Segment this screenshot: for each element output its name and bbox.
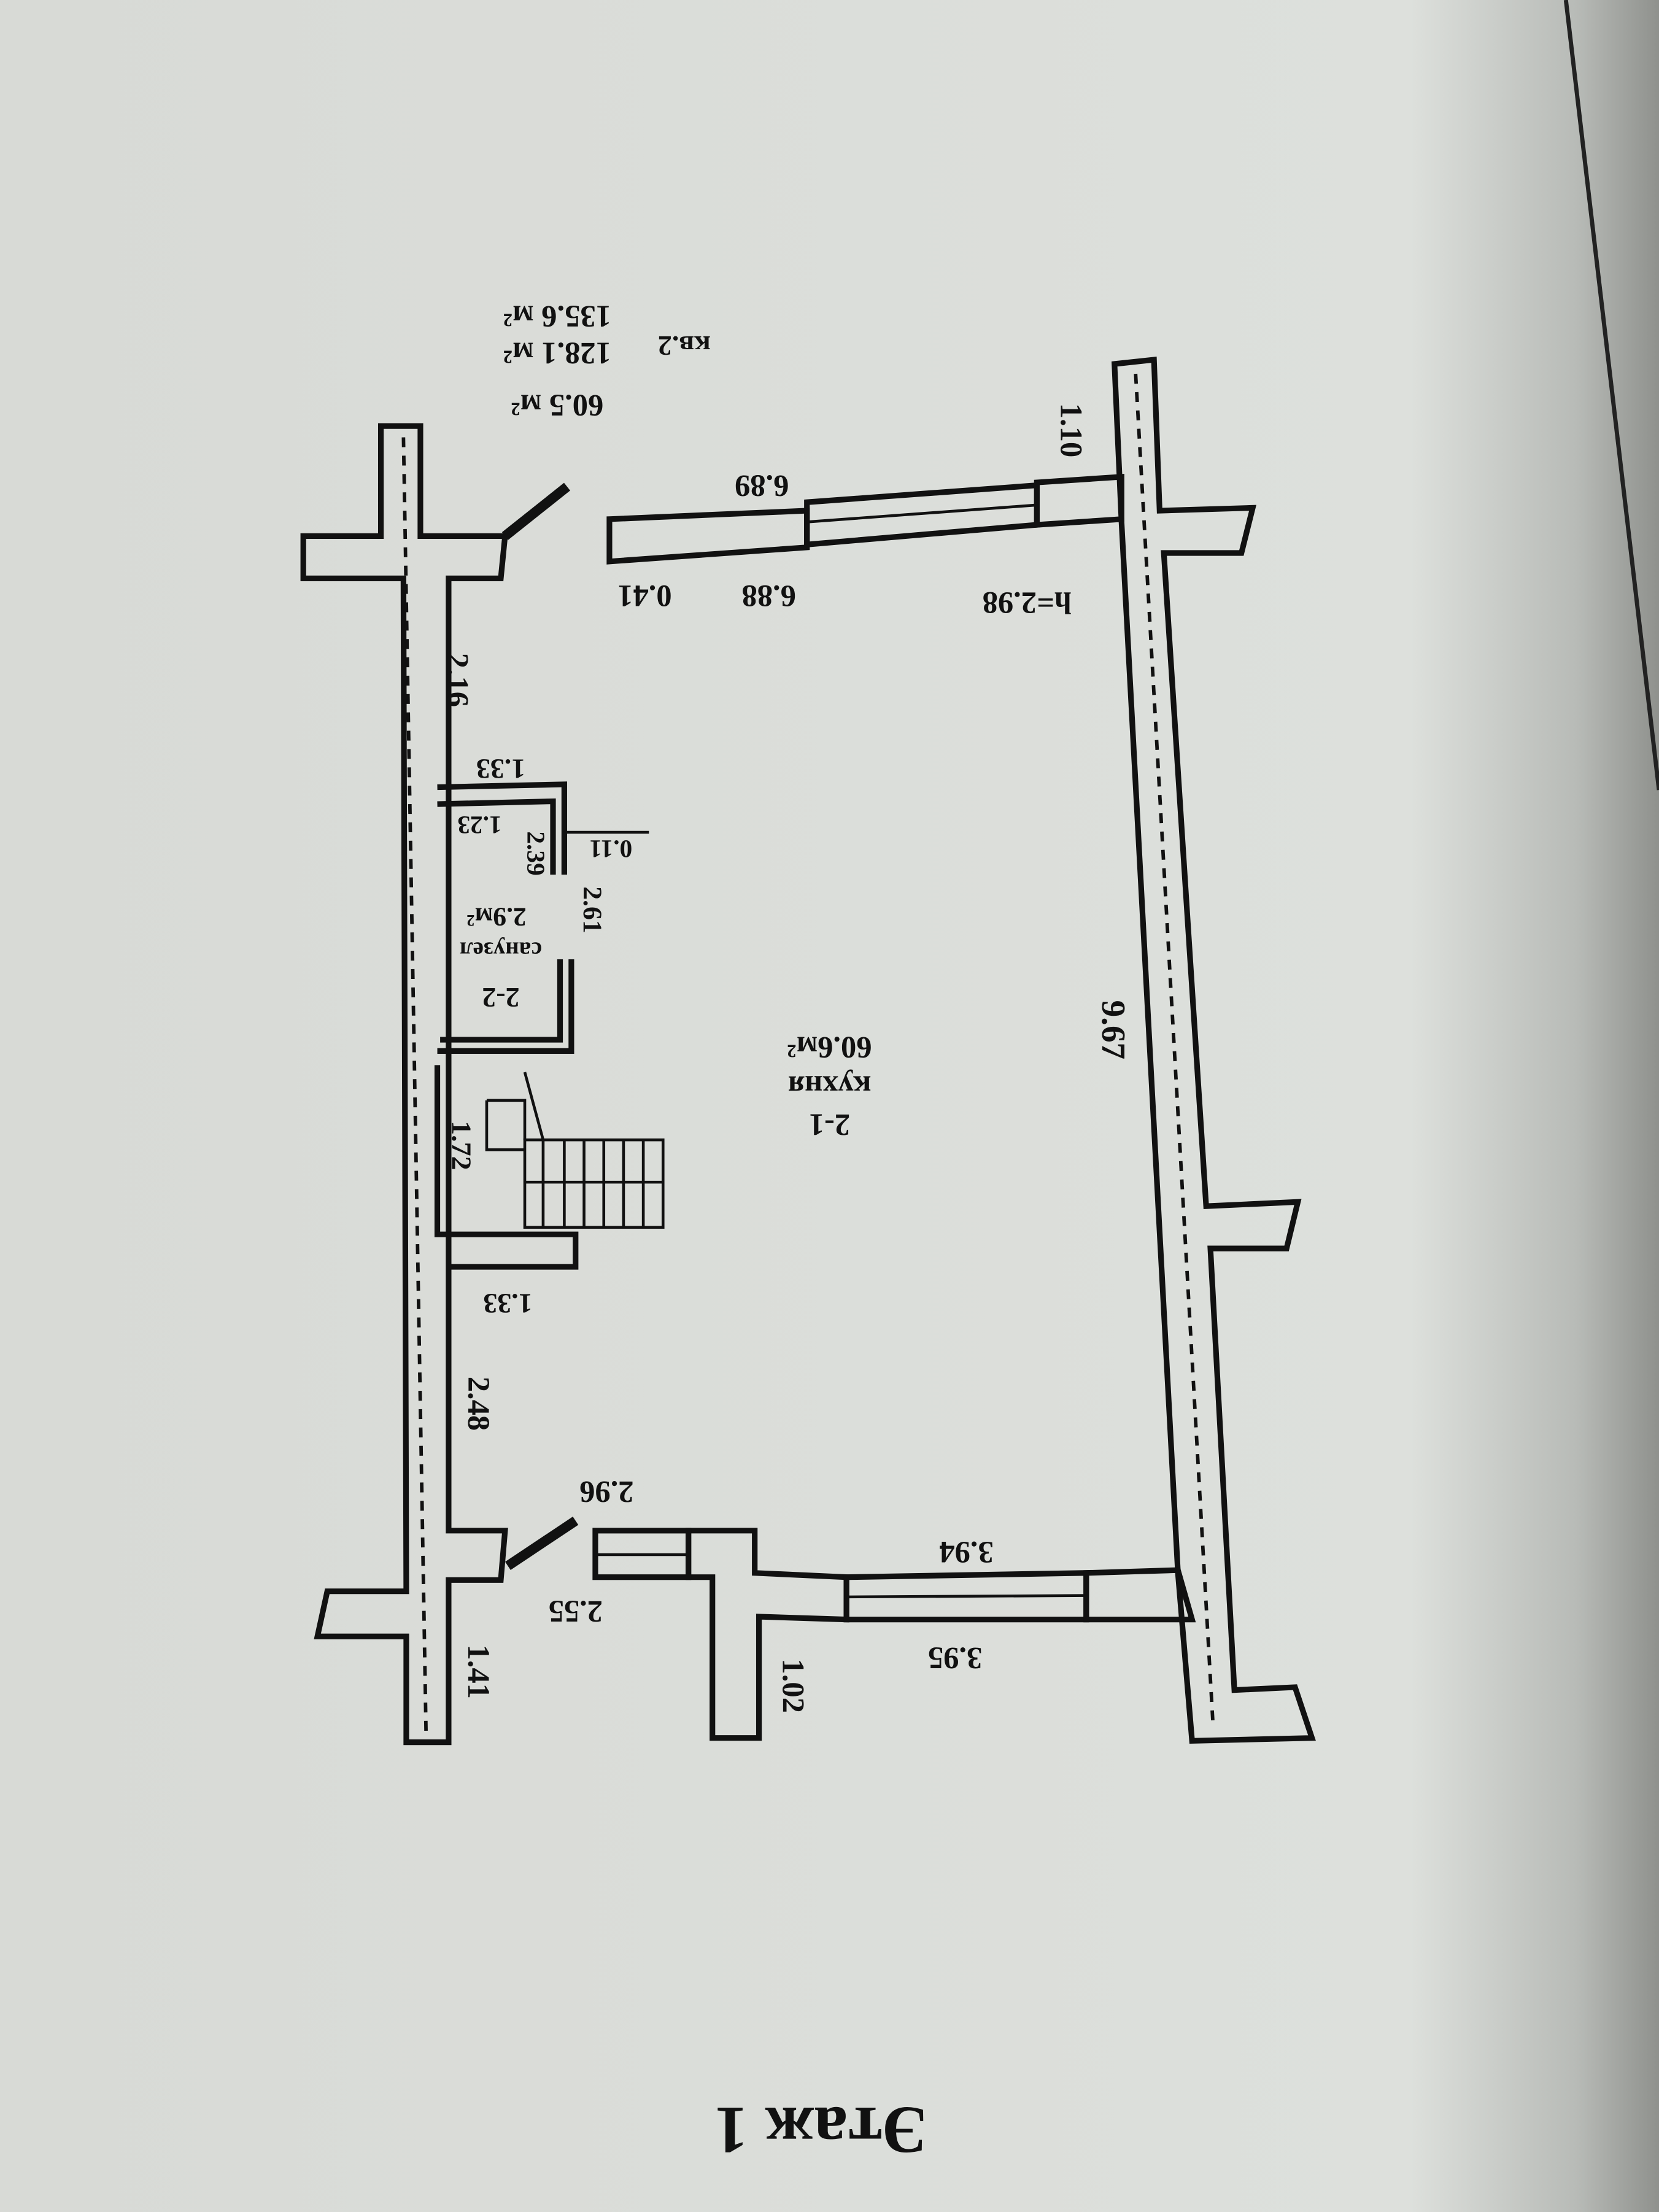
dimension-labels: 6.89 6.88 0.41 1.10 2.16 1.33 1.23 2.39 … [440, 403, 1132, 1713]
dim: 1.41 [462, 1644, 496, 1698]
room-area: 2.9м² [466, 902, 526, 931]
dim: 3.95 [928, 1641, 982, 1675]
area-summary: 60.5 м² 128.1 м² 135.6 м² кв.2 [503, 300, 711, 423]
room-kitchen-label: 2-1 кухня 60.6м² [787, 1030, 872, 1142]
room-id: 2-2 [482, 982, 519, 1013]
door-leaf-top [501, 482, 570, 540]
area-60-5: 60.5 м² [511, 388, 604, 422]
room-name: кухня [788, 1070, 871, 1104]
apartment-number: кв.2 [658, 330, 711, 362]
dim: 1.72 [446, 1121, 477, 1170]
dim: 2.39 [522, 831, 550, 875]
dim: 2.55 [549, 1595, 603, 1629]
top-wall [606, 473, 1124, 565]
dim: 1.23 [457, 811, 501, 840]
bottom-wall [592, 1528, 1196, 1741]
page-edge [1563, 0, 1659, 791]
staircase [434, 1065, 665, 1270]
dim: 0.11 [589, 835, 632, 864]
dim: 0.41 [617, 579, 671, 613]
left-wall [300, 423, 508, 1746]
dim: 2.16 [440, 653, 474, 707]
dim: 1.02 [776, 1658, 811, 1712]
area-128-1: 128.1 м² [503, 336, 611, 370]
room-bathroom-label: 2-2 санузел 2.9м² [460, 902, 542, 1013]
floor-title: Этаж 1 [714, 2093, 928, 2168]
room-name: санузел [460, 937, 542, 964]
dim: 1.33 [483, 1288, 532, 1320]
room-id: 2-1 [809, 1108, 850, 1142]
dim: 6.89 [735, 468, 789, 503]
dim: 1.10 [1054, 403, 1088, 457]
door-leaf-bottom [505, 1517, 579, 1570]
room-area: 60.6м² [787, 1030, 872, 1064]
dim: 9.67 [1095, 1000, 1132, 1060]
ceiling-height: h=2.98 [983, 586, 1072, 620]
area-135-6: 135.6 м² [503, 300, 611, 334]
right-wall [1112, 357, 1316, 1744]
dim: 6.88 [741, 579, 795, 613]
dim: 2.96 [579, 1474, 633, 1509]
dim: 2.48 [462, 1377, 496, 1431]
bathroom-walls [437, 781, 649, 1054]
dim: 1.33 [476, 754, 525, 785]
dim: 3.94 [939, 1535, 993, 1569]
dim: 2.61 [578, 886, 607, 933]
